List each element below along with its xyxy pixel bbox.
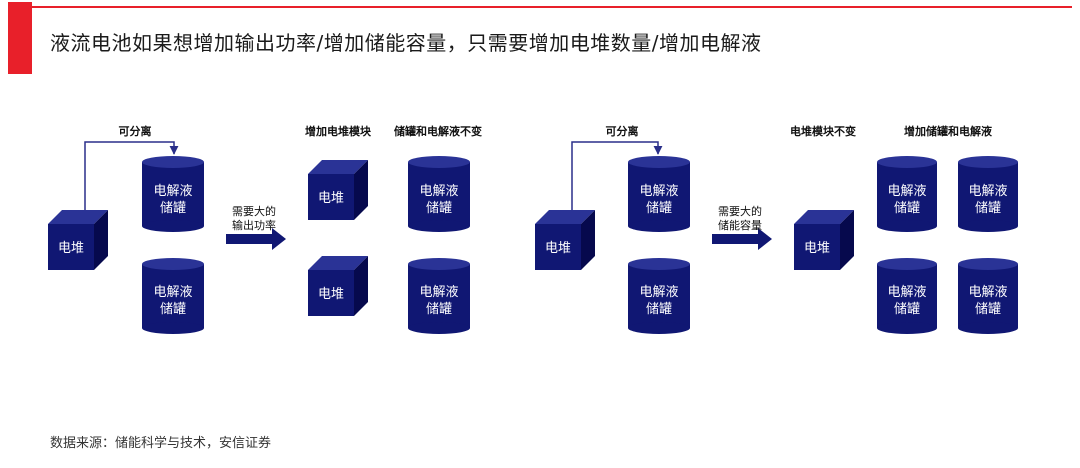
stack-label: 电堆	[318, 191, 344, 206]
tank-label-line1: 电解液	[639, 184, 678, 199]
tank-label-line1: 电解液	[639, 285, 678, 300]
tank-label-line1: 电解液	[419, 285, 458, 300]
tank-label-line2: 储罐	[160, 201, 186, 216]
tank-label-line1: 电解液	[887, 285, 926, 300]
tank-label-line1: 电解液	[887, 184, 926, 199]
tank-label-line2: 储罐	[426, 302, 452, 317]
tank-label-line2: 储罐	[894, 302, 920, 317]
label-separable: 可分离	[606, 124, 639, 138]
stack-cube: 电堆	[794, 210, 854, 270]
tank-label-line1: 电解液	[153, 184, 192, 199]
power-arrow-label-line1: 需要大的	[232, 204, 276, 218]
stack-label: 电堆	[58, 241, 84, 256]
label-separable: 可分离	[119, 124, 152, 138]
tank-label-line2: 储罐	[160, 302, 186, 317]
source-footnote: 数据来源：储能科学与技术，安信证券	[50, 436, 272, 451]
tank-cylinder: 电解液 储罐	[877, 258, 937, 334]
capacity-arrow-label-line2: 储能容量	[718, 218, 762, 232]
tank-label-line2: 储罐	[426, 201, 452, 216]
tank-cylinder: 电解液 储罐	[142, 258, 204, 334]
capacity-arrow: 需要大的 储能容量	[712, 204, 772, 250]
tank-cylinder: 电解液 储罐	[958, 258, 1018, 334]
tank-cylinder: 电解液 储罐	[628, 156, 690, 232]
tank-label-line1: 电解液	[419, 184, 458, 199]
label-stack-unchanged: 电堆模块不变	[790, 124, 856, 138]
separable-connector	[571, 141, 663, 212]
stack-cube: 电堆	[535, 210, 595, 270]
tank-label-line1: 电解液	[968, 285, 1007, 300]
flow-battery-diagram: 可分离 电堆 电解液 储罐 电解液 储罐 需要大的 输出功率 增加电堆模块 储罐…	[48, 124, 1018, 334]
tank-cylinder: 电解液 储罐	[408, 156, 470, 232]
tank-cylinder: 电解液 储罐	[408, 258, 470, 334]
label-add-stack-module: 增加电堆模块	[305, 124, 372, 138]
stack-cube: 电堆	[308, 160, 368, 220]
stack-cube: 电堆	[48, 210, 108, 270]
power-arrow-label-line2: 输出功率	[232, 218, 276, 232]
tank-cylinder: 电解液 储罐	[958, 156, 1018, 232]
tank-cylinder: 电解液 储罐	[142, 156, 204, 232]
stack-label: 电堆	[318, 287, 344, 302]
tank-label-line2: 储罐	[975, 201, 1001, 216]
label-add-tank-electrolyte: 增加储罐和电解液	[904, 124, 993, 138]
tank-label-line2: 储罐	[646, 201, 672, 216]
label-tank-unchanged: 储罐和电解液不变	[394, 124, 482, 138]
power-arrow: 需要大的 输出功率	[226, 204, 286, 250]
tank-label-line1: 电解液	[968, 184, 1007, 199]
page-title: 液流电池如果想增加输出功率/增加储能容量，只需要增加电堆数量/增加电解液	[50, 31, 762, 55]
tank-label-line1: 电解液	[153, 285, 192, 300]
tank-label-line2: 储罐	[975, 302, 1001, 317]
capacity-arrow-label-line1: 需要大的	[718, 204, 762, 218]
tank-label-line2: 储罐	[894, 201, 920, 216]
tank-label-line2: 储罐	[646, 302, 672, 317]
tank-cylinder: 电解液 储罐	[877, 156, 937, 232]
stack-label: 电堆	[804, 241, 830, 256]
tank-cylinder: 电解液 储罐	[628, 258, 690, 334]
separable-connector	[84, 141, 179, 212]
header-accent-block	[8, 2, 32, 74]
header-rule	[8, 6, 1072, 8]
stack-label: 电堆	[545, 241, 571, 256]
stack-cube: 电堆	[308, 256, 368, 316]
